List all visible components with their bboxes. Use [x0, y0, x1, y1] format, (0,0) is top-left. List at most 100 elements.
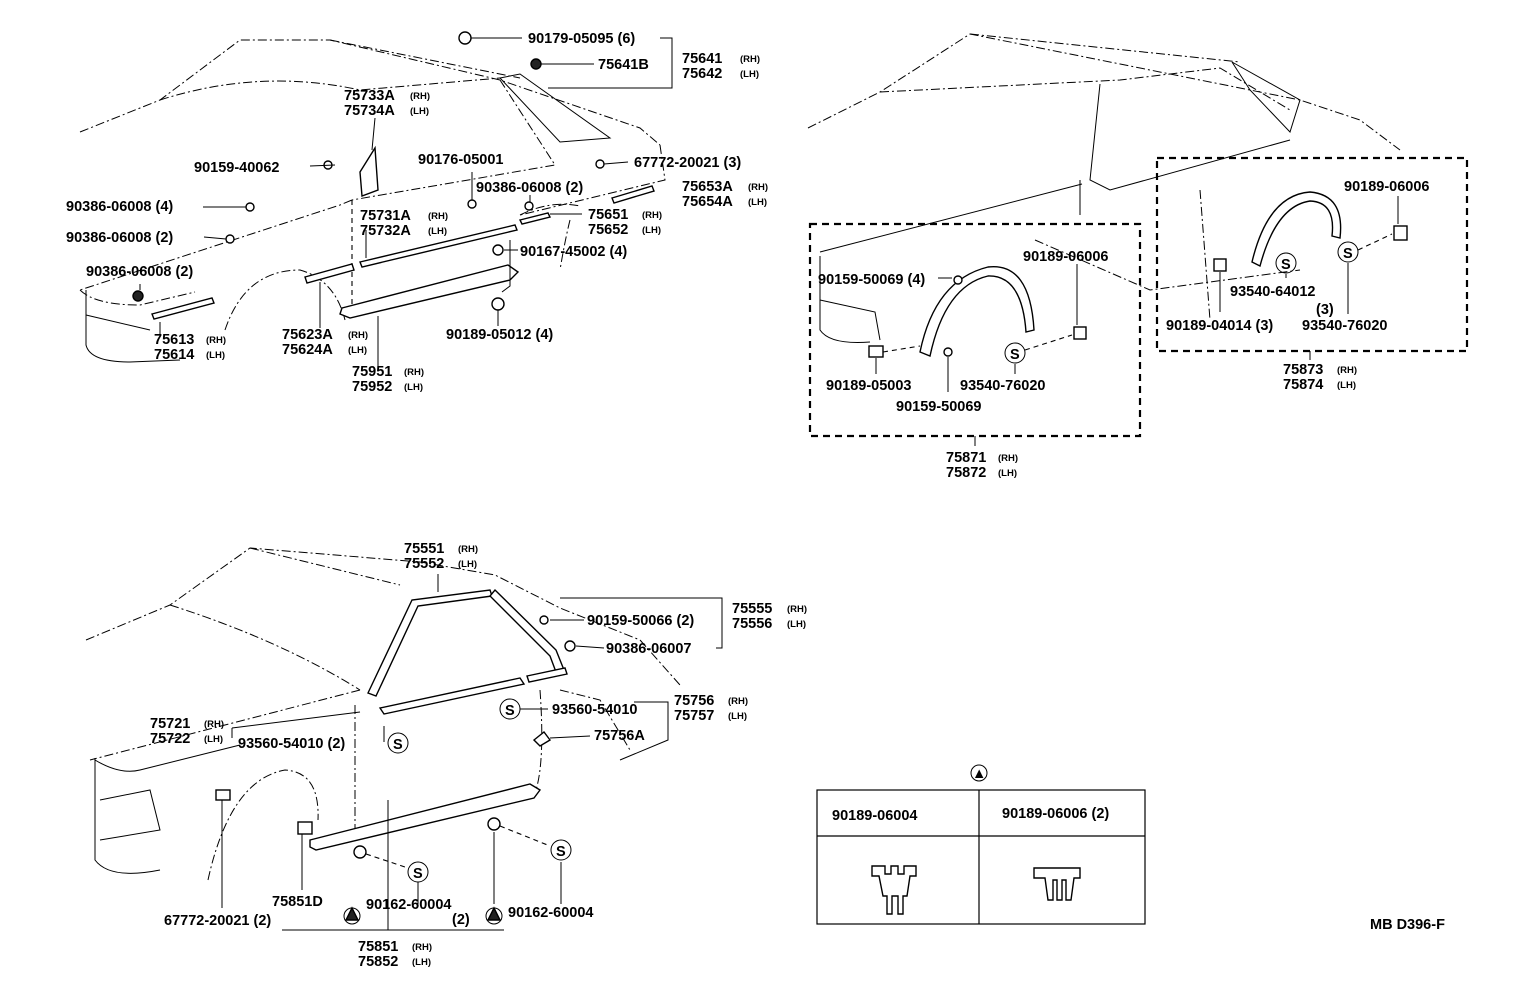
label-75722: 75722 — [150, 731, 190, 747]
label-75555: 75555 — [732, 601, 772, 617]
molding-75651 — [518, 212, 552, 225]
label-93540-76020-b: 93540-76020 — [1302, 318, 1387, 334]
clip-icon — [532, 731, 552, 747]
label-75642: 75642 — [682, 66, 722, 82]
label-rh: (RH) — [998, 453, 1018, 464]
label-75641b: 75641B — [598, 57, 649, 73]
legend-col1-part: 90189-06004 — [832, 808, 917, 824]
fasteners-top-right: S S S — [868, 225, 1408, 364]
clip-icon — [1393, 225, 1408, 241]
leaders-top-right — [875, 196, 1399, 446]
clip-90189-06006-icon — [1033, 867, 1081, 901]
svg-text:S: S — [556, 844, 566, 860]
label-rh: (RH) — [748, 182, 768, 193]
clip-icon — [458, 31, 472, 45]
side-molding-75851 — [309, 783, 542, 851]
label-75874: 75874 — [1283, 377, 1323, 393]
detail-box-75871 — [808, 222, 1142, 438]
label-75852: 75852 — [358, 954, 398, 970]
label-rh: (RH) — [728, 696, 748, 707]
label-90159-50069-4: 90159-50069 (4) — [818, 272, 925, 288]
label-90176-05001: 90176-05001 — [418, 152, 503, 168]
drawing-code: MB D396-F — [1370, 917, 1445, 933]
label-75623a: 75623A — [282, 327, 333, 343]
label-75652: 75652 — [588, 222, 628, 238]
label-rh: (RH) — [412, 942, 432, 953]
label-rh: (RH) — [458, 544, 478, 555]
s-mark-icon: S — [407, 861, 429, 883]
label-lh: (LH) — [404, 382, 423, 393]
label-67772-20021-3: 67772-20021 (3) — [634, 155, 741, 171]
label-rh: (RH) — [404, 367, 424, 378]
clip-icon — [487, 817, 501, 831]
car-outline-top-left — [79, 39, 666, 363]
label-lh: (LH) — [787, 619, 806, 630]
label-75851d: 75851D — [272, 894, 323, 910]
label-rh: (RH) — [1337, 365, 1357, 376]
window-frame-molding-75555 — [489, 588, 565, 673]
label-lh: (LH) — [998, 468, 1017, 479]
clip-icon — [353, 845, 367, 859]
label-75556: 75556 — [732, 616, 772, 632]
label-rh: (RH) — [787, 604, 807, 615]
clip-icon — [132, 290, 144, 302]
garnish-75733a — [359, 145, 379, 197]
label-90179-05095: 90179-05095 (6) — [528, 31, 635, 47]
label-lh: (LH) — [204, 734, 223, 745]
clip-icon — [524, 201, 534, 211]
label-75873: 75873 — [1283, 362, 1323, 378]
label-90189-06006-b: 90189-06006 — [1344, 179, 1429, 195]
clip-icon — [297, 821, 313, 835]
clip-icon — [953, 275, 963, 285]
clip-icon — [539, 615, 549, 625]
label-lh: (LH) — [348, 345, 367, 356]
svg-text:S: S — [1281, 257, 1291, 273]
clip-icon — [564, 640, 576, 652]
label-75734a: 75734A — [344, 103, 395, 119]
leaders-bottom-left — [221, 574, 723, 931]
svg-text:S: S — [1010, 347, 1020, 363]
label-rh: (RH) — [206, 335, 226, 346]
clip-icon — [491, 297, 505, 311]
clip-icon — [245, 202, 255, 212]
belt-molding-75756 — [526, 667, 568, 683]
label-75731a: 75731A — [360, 208, 411, 224]
label-75851: 75851 — [358, 939, 398, 955]
label-75654a: 75654A — [682, 194, 733, 210]
svg-text:S: S — [505, 703, 515, 719]
screw-icon — [492, 244, 504, 256]
label-lh: (LH) — [1337, 380, 1356, 391]
label-75653a: 75653A — [682, 179, 733, 195]
belt-molding-75721 — [378, 677, 526, 715]
label-75951: 75951 — [352, 364, 392, 380]
label-75613: 75613 — [154, 332, 194, 348]
label-90189-06006-a: 90189-06006 — [1023, 249, 1108, 265]
svg-text:S: S — [413, 866, 423, 882]
label-rh: (RH) — [348, 330, 368, 341]
label-75756a: 75756A — [594, 728, 645, 744]
molding-75623a — [304, 263, 355, 284]
label-75733a: 75733A — [344, 88, 395, 104]
label-75732a: 75732A — [360, 223, 411, 239]
fenders-top-right — [919, 191, 1342, 357]
view-bottom-left: S S S S — [85, 541, 807, 970]
label-lh: (LH) — [740, 69, 759, 80]
label-75641: 75641 — [682, 51, 722, 67]
label-75757: 75757 — [674, 708, 714, 724]
label-90386-06008-2c: 90386-06008 (2) — [86, 264, 193, 280]
label-90189-05012: 90189-05012 (4) — [446, 327, 553, 343]
molding-75731a — [359, 224, 518, 268]
label-rh: (RH) — [740, 54, 760, 65]
label-93540-64012: 93540-64012 — [1230, 284, 1315, 300]
clip-icon — [1213, 258, 1227, 272]
clip-icon — [1073, 326, 1087, 340]
rocker-75951 — [339, 264, 520, 319]
clip-icon — [467, 199, 477, 209]
label-75872: 75872 — [946, 465, 986, 481]
label-lh: (LH) — [458, 559, 477, 570]
label-75551: 75551 — [404, 541, 444, 557]
clip-icon — [215, 789, 231, 801]
label-90167-45002: 90167-45002 (4) — [520, 244, 627, 260]
label-lh: (LH) — [748, 197, 767, 208]
